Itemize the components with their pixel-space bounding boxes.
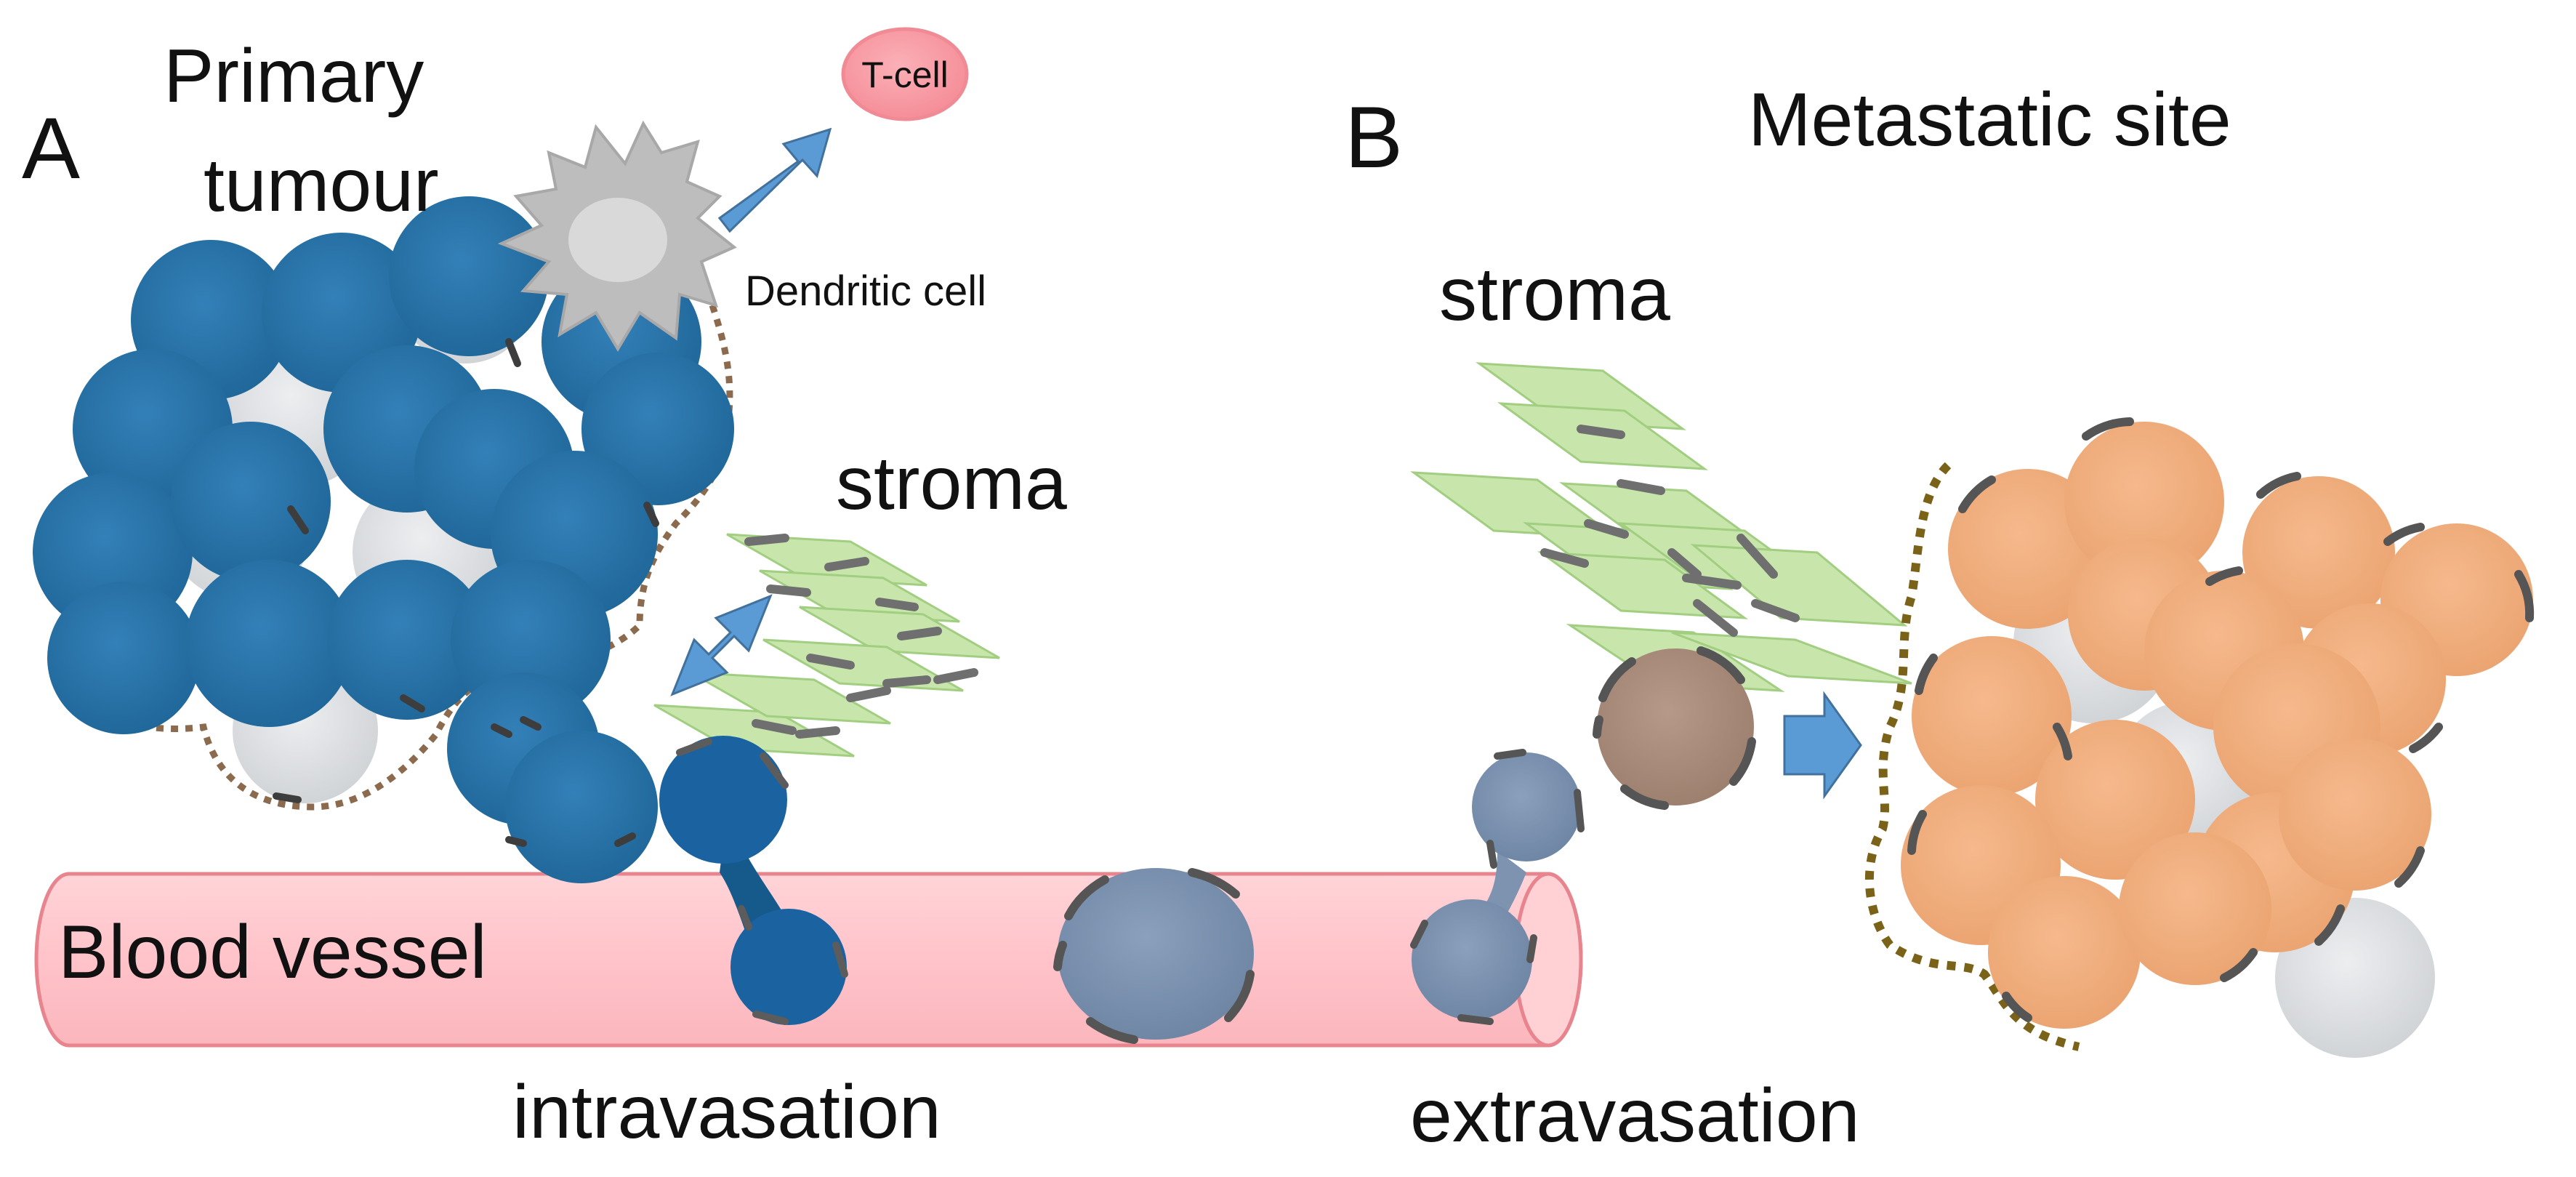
cell-junctions — [273, 338, 659, 847]
metastatic-tumour — [1864, 417, 2535, 1058]
t-cell-icon — [841, 27, 969, 121]
primary-tumour — [33, 27, 969, 883]
dendritic-cell-icon — [497, 120, 737, 352]
stroma-label-right: stroma — [1439, 252, 1670, 337]
arrow-icon — [717, 127, 832, 233]
panel-a-title-line2: tumour — [204, 143, 439, 228]
arrow-icon — [670, 594, 773, 696]
metastasis-boundary — [1864, 462, 2080, 1051]
stroma-right — [1409, 362, 1912, 692]
intravasation-label: intravasation — [512, 1070, 941, 1154]
extravasated-cell — [1593, 646, 1756, 810]
t-cell-label: T-cell — [861, 55, 948, 95]
stroma-left — [653, 533, 1000, 758]
panel-a-letter: A — [22, 100, 80, 197]
circulating-cell — [1053, 868, 1255, 1044]
panel-a-title-line1: Primary — [164, 34, 424, 118]
extravasating-cell — [1410, 749, 1585, 1025]
arrow-icon — [1783, 691, 1862, 800]
tumour-cells — [33, 196, 734, 883]
intravasating-cell — [659, 736, 848, 1025]
panel-b-letter: B — [1345, 89, 1403, 186]
blood-vessel-label: Blood vessel — [58, 910, 487, 995]
panel-b-title: Metastatic site — [1748, 78, 2231, 162]
extravasation-label: extravasation — [1410, 1074, 1860, 1158]
dendritic-cell-label: Dendritic cell — [745, 268, 986, 315]
tumour-boundary-left — [69, 678, 482, 811]
stroma-label-left: stroma — [836, 441, 1067, 526]
